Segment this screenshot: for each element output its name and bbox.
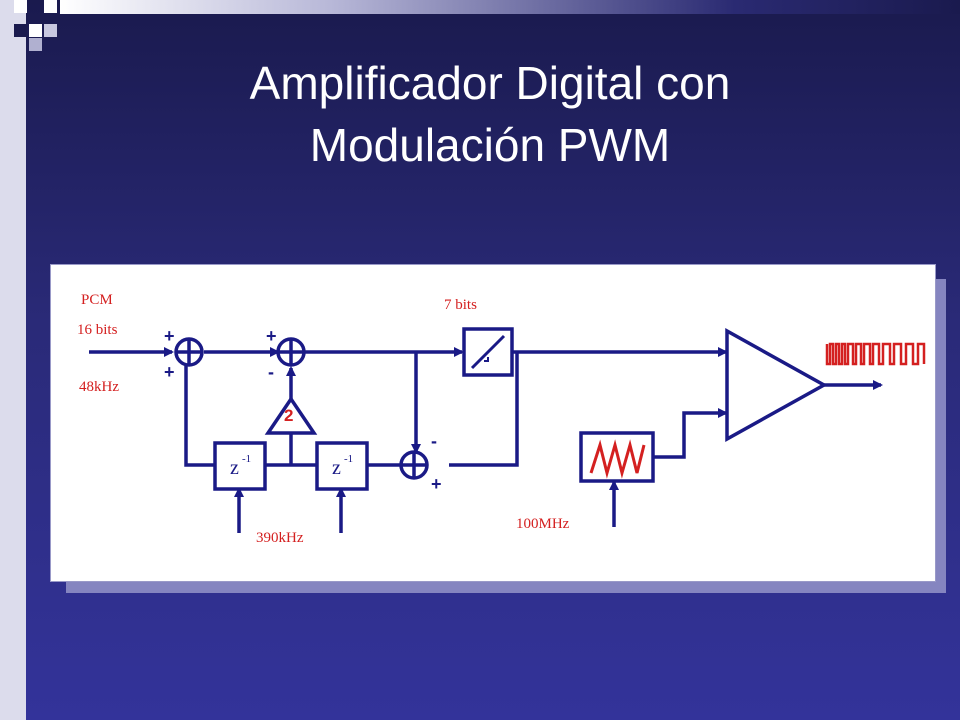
rate-48khz-label: 48kHz: [79, 379, 119, 395]
delay2-exponent: -1: [344, 453, 353, 465]
ramp-waveform: [589, 439, 646, 479]
gain-value: 2: [284, 406, 293, 425]
delay1-symbol: z: [230, 457, 239, 479]
block-diagram-panel: PCM 16 bits 48kHz 7 bits 390kHz 100MHz: [50, 264, 936, 582]
sign-sum2-bottom: -: [268, 362, 274, 382]
gain-block: [264, 395, 318, 435]
delay-block-2: [315, 441, 369, 491]
wires: [89, 347, 883, 533]
bits-16-label: 16 bits: [77, 322, 118, 338]
sign-sum1-top: +: [164, 326, 175, 346]
slide-title: Amplificador Digital con Modulación PWM: [60, 52, 920, 176]
corner-square-5: [29, 38, 42, 51]
quantizer-diagonal: [470, 334, 506, 370]
delay-block-1: [213, 441, 267, 491]
top-gradient-strip: [60, 0, 960, 14]
feedback-wire: [449, 352, 519, 467]
delay2-symbol: z: [332, 457, 341, 479]
sign-sum2-top: +: [266, 326, 277, 346]
clock-390khz-label: 390kHz: [256, 530, 304, 546]
title-line-2: Modulación PWM: [309, 119, 671, 171]
comparator: [725, 328, 828, 442]
corner-square-2: [44, 0, 57, 13]
corner-square-3: [14, 24, 27, 37]
title-line-1: Amplificador Digital con: [249, 57, 731, 109]
corner-square-1: [14, 0, 27, 13]
corner-square-6: [44, 24, 57, 37]
sign-sum1-bottom: +: [164, 362, 175, 382]
corner-square-4: [29, 24, 42, 37]
pcm-label: PCM: [81, 292, 113, 308]
quantizer-step-mark: [484, 357, 489, 362]
sign-sum3-top: -: [431, 431, 437, 451]
pwm-output-waveform: [825, 342, 926, 366]
block-diagram: PCM 16 bits 48kHz 7 bits 390kHz 100MHz: [77, 292, 926, 546]
delay1-to-sum1-wire: [184, 365, 215, 467]
sign-sum3-bottom: +: [431, 474, 442, 494]
bits-7-label: 7 bits: [444, 297, 477, 313]
delay1-exponent: -1: [242, 453, 251, 465]
clock-100mhz-label: 100MHz: [516, 516, 570, 532]
ramp-to-comparator-wire: [653, 408, 728, 459]
left-accent-bar: [0, 0, 26, 720]
